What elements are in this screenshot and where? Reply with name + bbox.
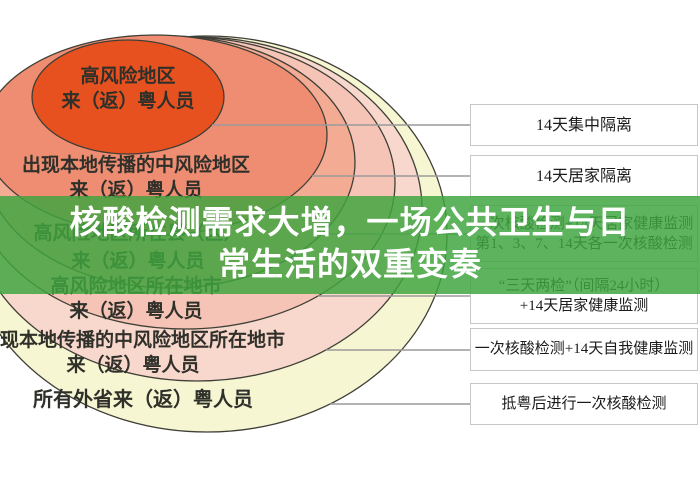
ring-label-mid-risk-city-line2: 来（返）粤人员 <box>66 353 199 378</box>
measure-box-home-quarantine: 14天居家隔离 <box>470 155 698 197</box>
measure-text: 14天居家隔离 <box>535 167 632 185</box>
ring-label-line: 出现本地传播的中风险地区所在地市 <box>0 330 286 351</box>
measure-box-one-test-on-arrival: 抵粤后进行一次核酸检测 <box>470 383 698 425</box>
ring-label-line: 来（返）粤人员 <box>66 355 200 376</box>
measure-text: +14天居家健康监测 <box>519 298 649 314</box>
headline-title-line2: 常生活的双重变奏 <box>217 246 482 282</box>
ring-label-all-provinces: 所有外省来（返）粤人员 <box>33 388 253 413</box>
ring-ellipse-high-risk-area <box>31 39 225 155</box>
ring-label-line: 来（返）粤人员 <box>69 301 203 322</box>
ring-label-line: 来（返）粤人员 <box>69 180 203 201</box>
measure-text: 抵粤后进行一次核酸检测 <box>501 395 667 412</box>
ring-label-line: 来（返）粤人员 <box>61 91 195 112</box>
measure-text: 一次核酸检测+14天自我健康监测 <box>474 341 694 357</box>
measure-box-centralized-quarantine: 14天集中隔离 <box>470 104 698 146</box>
ring-label-line: 高风险地区 <box>80 66 176 87</box>
measure-text: 14天集中隔离 <box>535 116 632 134</box>
ring-label-high-risk-area: 高风险地区 来（返）粤人员 <box>61 64 194 114</box>
measure-box-one-test-self-monitoring: 一次核酸检测+14天自我健康监测 <box>470 328 698 371</box>
headline-title: 核酸检测需求大增，一场公共卫生与日 常生活的双重变奏 <box>0 201 700 285</box>
ring-label-mid-risk-area: 出现本地传播的中风险地区 来（返）粤人员 <box>22 153 250 203</box>
ring-label-line: 所有外省来（返）粤人员 <box>33 389 253 411</box>
headline-banner-overlay <box>0 196 700 294</box>
ring-label-line: 出现本地传播的中风险地区 <box>21 155 251 176</box>
ring-label-mid-risk-city-line1: 出现本地传播的中风险地区所在地市 <box>0 328 285 353</box>
headline-title-line1: 核酸检测需求大增，一场公共卫生与日 <box>69 204 631 240</box>
